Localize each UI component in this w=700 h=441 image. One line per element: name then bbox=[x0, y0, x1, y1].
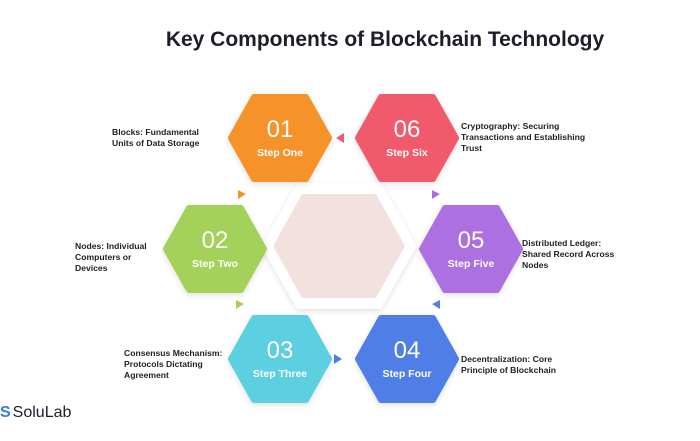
hexagon-step-six bbox=[355, 94, 459, 182]
desc-step-six: Cryptography: Securing Transactions and … bbox=[461, 121, 586, 153]
step-four-label: Step Four bbox=[382, 368, 432, 380]
step-three-label: Step Three bbox=[252, 368, 308, 380]
step-one: 01 Step One bbox=[228, 98, 332, 178]
arrow-six-to-one bbox=[336, 133, 344, 143]
desc-step-two: Nodes: Individual Computers or Devices bbox=[75, 241, 147, 273]
desc-step-three: Consensus Mechanism: Protocols Dictating… bbox=[124, 348, 223, 380]
arrow-five-to-six bbox=[432, 190, 440, 199]
step-one-number: 01 bbox=[266, 116, 294, 143]
step-six: 06 Step Six bbox=[355, 98, 459, 178]
hexagon-step-four bbox=[355, 315, 459, 403]
step-one-label: Step One bbox=[256, 147, 304, 159]
desc-step-one: Blocks: Fundamental Units of Data Storag… bbox=[112, 127, 200, 148]
hexagon-step-three bbox=[228, 315, 332, 403]
diagram-title: Key Components of Blockchain Technology bbox=[165, 28, 605, 51]
step-three: 03 Step Three bbox=[228, 319, 332, 399]
solulab-logo: S SoluLab bbox=[0, 404, 71, 422]
center-hexagon-fill bbox=[273, 194, 405, 298]
step-two-label: Step Two bbox=[192, 258, 238, 270]
arrow-three-to-four bbox=[334, 354, 342, 364]
arrow-four-to-five bbox=[432, 300, 440, 309]
hexagon-step-two bbox=[163, 205, 267, 293]
step-five-label: Step Five bbox=[447, 258, 495, 270]
solulab-logo-mark: S bbox=[0, 404, 11, 421]
step-five-number: 05 bbox=[457, 227, 485, 254]
step-six-number: 06 bbox=[393, 116, 421, 143]
step-three-number: 03 bbox=[266, 337, 294, 364]
step-two: 02 Step Two bbox=[163, 209, 267, 289]
solulab-logo-text: SoluLab bbox=[12, 404, 72, 421]
step-four-number: 04 bbox=[393, 337, 421, 364]
hexagon-step-one bbox=[228, 94, 332, 182]
arrow-one-to-two bbox=[238, 190, 246, 199]
desc-step-four: Decentralization: Core Principle of Bloc… bbox=[461, 354, 557, 375]
hexagon-step-five bbox=[419, 205, 523, 293]
step-six-label: Step Six bbox=[386, 147, 428, 159]
step-five: 05 Step Five bbox=[419, 209, 523, 289]
step-four: 04 Step Four bbox=[355, 319, 459, 399]
step-two-number: 02 bbox=[201, 227, 229, 254]
arrow-two-to-three bbox=[236, 300, 244, 309]
desc-step-five: Distributed Ledger: Shared Record Across… bbox=[522, 238, 615, 270]
